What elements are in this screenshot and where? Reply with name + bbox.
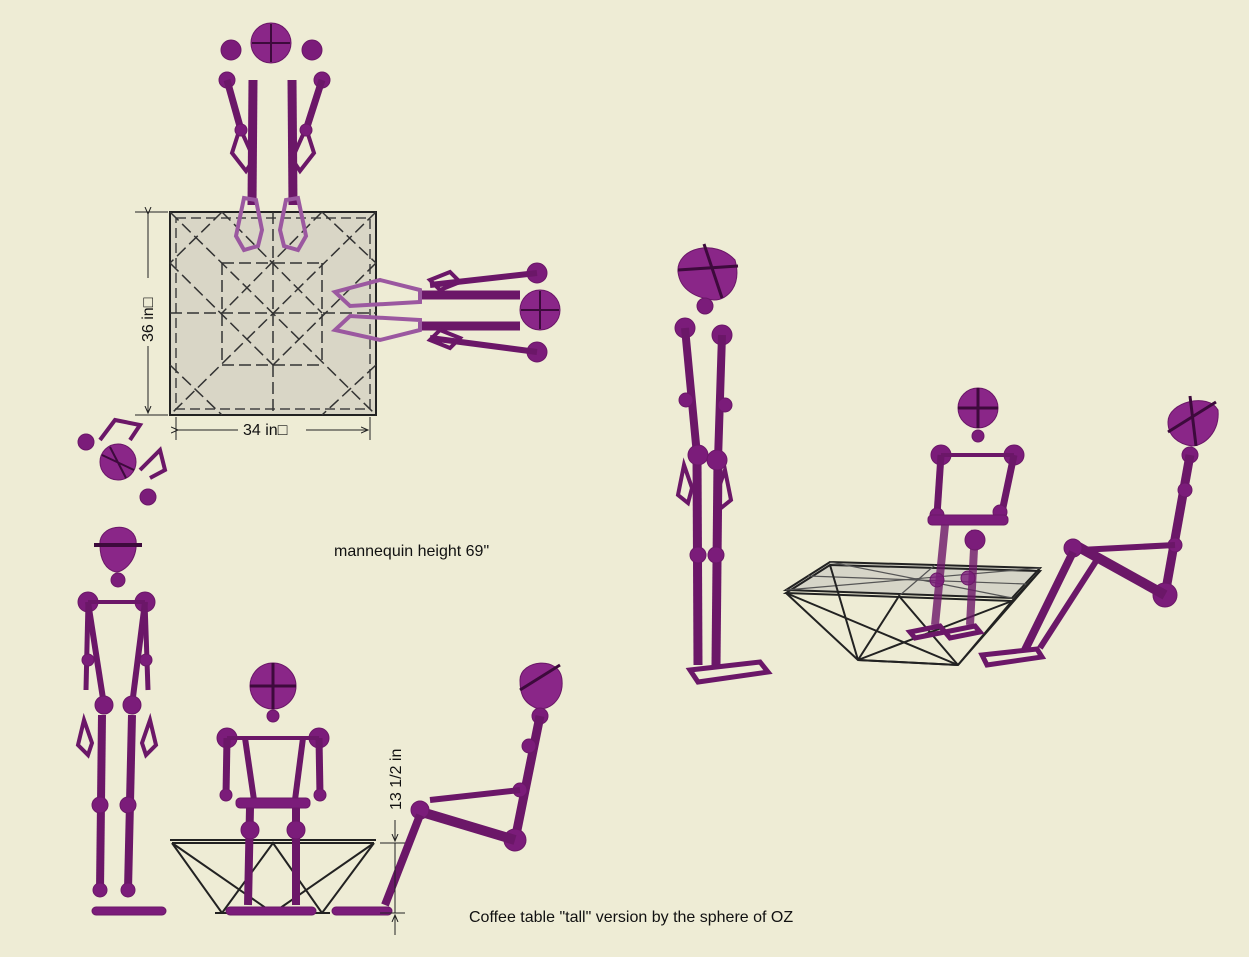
depth-dimension-label: 36 in□ bbox=[140, 297, 157, 342]
mannequin-side-seated bbox=[331, 662, 563, 916]
dimension-depth: 36 in□ bbox=[135, 212, 168, 416]
mannequin-iso-standing bbox=[674, 243, 773, 685]
height-dimension-label: 13 1/2 in bbox=[388, 749, 405, 810]
drawing-caption: Coffee table "tall" version by the spher… bbox=[469, 909, 794, 926]
mannequin-iso-seated-side bbox=[978, 395, 1219, 668]
mannequin-front-seated bbox=[216, 662, 330, 916]
mannequin-iso-seated-front bbox=[905, 387, 1025, 641]
dimension-height: 13 1/2 in bbox=[380, 749, 405, 935]
mannequin-small-iso bbox=[77, 417, 168, 506]
dimension-width: 34 in□ bbox=[176, 417, 371, 440]
mannequin-top-view-seated bbox=[330, 262, 561, 363]
table-top-view bbox=[169, 211, 377, 416]
mannequin-top-view-standing bbox=[218, 22, 331, 253]
width-dimension-label: 34 in□ bbox=[243, 422, 288, 439]
mannequin-height-note: mannequin height 69" bbox=[334, 543, 490, 560]
table-front-view bbox=[170, 839, 376, 915]
table-iso-view bbox=[782, 560, 1043, 667]
mannequin-front-standing bbox=[75, 526, 167, 916]
